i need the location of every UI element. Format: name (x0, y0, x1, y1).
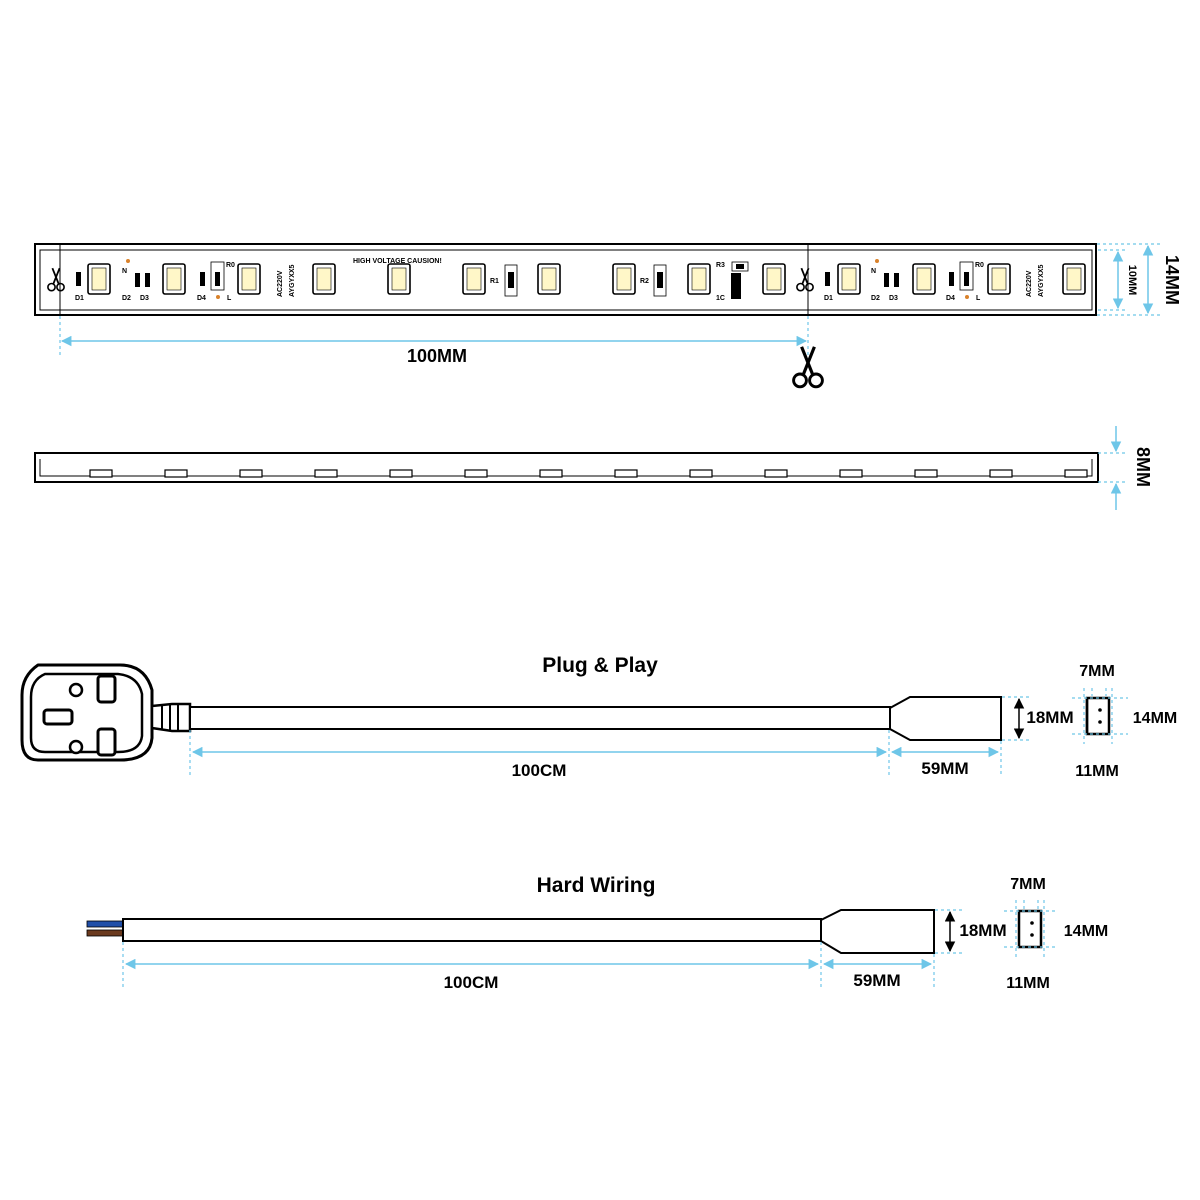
components-segment-2: D1 N D2 D3 R0 D4 L AC220V AYGYXX5 (824, 259, 1045, 302)
cable-length-label: 100CM (444, 973, 499, 992)
led-chip-phosphor (916, 267, 932, 291)
side-led-bump (89, 469, 113, 478)
label-r3: R3 (716, 262, 725, 269)
inner-height-label: 10MM (1126, 265, 1138, 296)
dimension-wiring-cable: 100CM 59MM (122, 942, 935, 992)
end-width-bottom-label: 11MM (1006, 975, 1050, 992)
connector-housing (889, 696, 1002, 741)
dimension-plug-connector-height: 18MM (1002, 696, 1074, 741)
label-r0: R0 (975, 262, 984, 269)
label-d2: D2 (122, 295, 131, 302)
label-d1: D1 (75, 295, 84, 302)
label-d2: D2 (871, 295, 880, 302)
led-chip-phosphor (541, 267, 557, 291)
label-r1: R1 (490, 278, 499, 285)
chip-text-model: AYGYXX5 (289, 264, 296, 297)
label-d4: D4 (946, 295, 955, 302)
led-chip-phosphor (1066, 267, 1082, 291)
side-led-bump (764, 469, 788, 478)
chip-text-ac220v: AC220V (1026, 270, 1033, 297)
plug-play-title: Plug & Play (542, 654, 658, 677)
side-led-bump (164, 469, 188, 478)
connector-housing (820, 909, 935, 954)
side-led-bump (689, 469, 713, 478)
side-led-bump (989, 469, 1013, 478)
label-r0: R0 (226, 262, 235, 269)
dimension-strip-height: 10MM 14MM (1097, 243, 1182, 316)
led-chip-phosphor (241, 267, 257, 291)
led-chip-phosphor (766, 267, 782, 291)
led-chip-phosphor (991, 267, 1007, 291)
uk-plug-icon (20, 663, 192, 762)
hard-wiring-title: Hard Wiring (537, 874, 656, 897)
side-led-bump (464, 469, 488, 478)
led-chip-phosphor (691, 267, 707, 291)
end-width-top-label: 7MM (1079, 663, 1115, 680)
thickness-label: 8MM (1133, 447, 1153, 487)
end-height-label: 14MM (1133, 710, 1177, 727)
led-strip-top-view: D1 N D2 D3 R0 D4 L AC220V AYGYXX5 HIGH V… (34, 243, 1182, 389)
led-chip-phosphor (166, 267, 182, 291)
connector-length-label: 59MM (921, 759, 968, 778)
led-chip-phosphor (841, 267, 857, 291)
label-n: N (871, 268, 876, 275)
label-d1: D1 (824, 295, 833, 302)
side-led-bump (314, 469, 338, 478)
label-1c: 1C (716, 295, 725, 302)
label-r2: R2 (640, 278, 649, 285)
outer-height-label: 14MM (1162, 255, 1182, 305)
label-l: L (976, 295, 981, 302)
cable (122, 918, 822, 942)
label-d4: D4 (197, 295, 206, 302)
warning-text: HIGH VOLTAGE CAUSION! (353, 258, 442, 265)
dimension-plug-cable: 100CM 59MM (189, 730, 1002, 780)
led-chip-phosphor (316, 267, 332, 291)
connector-height-label: 18MM (1026, 708, 1073, 727)
side-led-bump (839, 469, 863, 478)
led-chip-phosphor (466, 267, 482, 291)
end-width-top-label: 7MM (1010, 876, 1046, 893)
connector-end-view: 7MM 14MM 11MM (1004, 876, 1108, 992)
label-d3: D3 (889, 295, 898, 302)
cable-length-label: 100CM (512, 761, 567, 780)
connector-height-label: 18MM (959, 921, 1006, 940)
end-height-label: 14MM (1064, 923, 1108, 940)
components-segment-1: D1 N D2 D3 R0 D4 L AC220V AYGYXX5 HIGH V… (75, 258, 749, 302)
led-strip-side-view: 8MM (34, 426, 1153, 510)
plug-and-play-section: Plug & Play 100CM 59MM (20, 654, 1177, 780)
led-chip-phosphor (616, 267, 632, 291)
chip-text-ac220v: AC220V (277, 270, 284, 297)
connector-length-label: 59MM (853, 971, 900, 990)
led-chips (87, 263, 1086, 295)
label-l: L (227, 295, 232, 302)
side-led-bump (539, 469, 563, 478)
connector-end-view: 7MM 14MM 11MM (1072, 663, 1177, 780)
label-n: N (122, 268, 127, 275)
bare-wires-icon (86, 920, 124, 937)
side-led-bump (1064, 469, 1088, 478)
hard-wiring-section: Hard Wiring 100CM 59MM 18MM (86, 874, 1108, 992)
side-led-bump (614, 469, 638, 478)
dimension-strip-length: 100MM (59, 316, 825, 389)
side-led-bump (914, 469, 938, 478)
label-d3: D3 (140, 295, 149, 302)
side-led-bump (389, 469, 413, 478)
dimension-thickness: 8MM (1098, 426, 1153, 510)
end-width-bottom-label: 11MM (1075, 763, 1119, 780)
cable (189, 706, 891, 730)
chip-text-model: AYGYXX5 (1038, 264, 1045, 297)
side-led-bumps (89, 469, 1088, 478)
dimension-wiring-connector-height: 18MM (935, 909, 1007, 954)
led-chip-phosphor (391, 267, 407, 291)
length-label: 100MM (407, 346, 467, 366)
led-chip-phosphor (91, 267, 107, 291)
side-led-bump (239, 469, 263, 478)
